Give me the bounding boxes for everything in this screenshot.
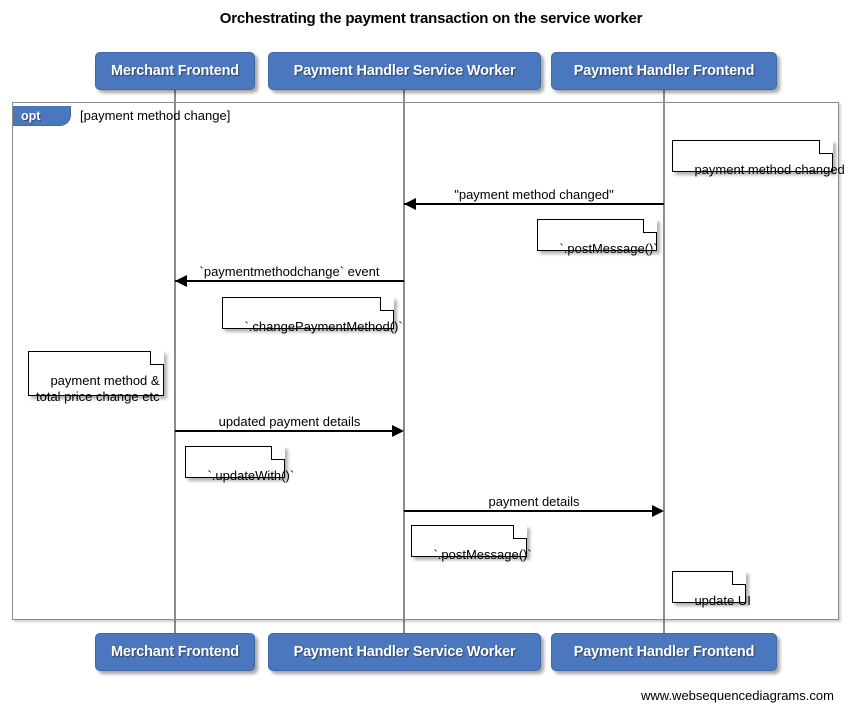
participant-payment-handler-service-worker-bottom[interactable]: Payment Handler Service Worker [268,633,541,671]
message-arrowhead-payment-details [652,505,664,517]
note-text: `.updateWith()` [207,468,295,483]
opt-fragment-guard: [payment method change] [80,108,231,123]
message-arrowhead-paymentmethodchange-event [175,275,187,287]
note-post-message-2: `.postMessage()` [411,525,532,562]
note-fold-edge-icon [380,297,394,311]
opt-fragment-frame [12,102,839,620]
message-line-updated-payment-details [175,430,393,432]
participant-payment-handler-frontend-bottom[interactable]: Payment Handler Frontend [551,633,777,671]
message-label-paymentmethodchange-event: `paymentmethodchange` event [199,264,380,279]
note-update-ui: update UI [672,571,751,608]
participant-merchant-frontend-bottom[interactable]: Merchant Frontend [95,633,255,671]
message-line-payment-method-changed [404,203,664,205]
lifeline-payment-handler-frontend [663,90,665,633]
opt-fragment-tab: opt [13,106,71,126]
note-text: `.postMessage()` [559,241,658,256]
note-fold-edge-icon [150,351,164,365]
note-fold-edge-icon [819,140,833,154]
note-fold-edge-icon [643,219,657,233]
note-fold-edge-icon [732,571,746,585]
opt-fragment-tab-label: opt [21,108,41,123]
note-payment-method-total-price: payment method & total price change etc [28,351,164,404]
participant-payment-handler-service-worker-top[interactable]: Payment Handler Service Worker [268,52,541,90]
participant-label: Payment Handler Service Worker [293,63,516,79]
footer-credit: www.websequencediagrams.com [641,688,834,703]
note-payment-method-changed: payment method changed [672,140,845,177]
note-text: `.postMessage()` [433,547,532,562]
message-arrowhead-payment-method-changed [404,198,416,210]
participant-payment-handler-frontend-top[interactable]: Payment Handler Frontend [551,52,777,90]
lifeline-payment-handler-service-worker [403,90,405,633]
note-text: update UI [694,593,751,608]
participant-label: Payment Handler Service Worker [293,644,516,660]
note-post-message-1: `.postMessage()` [537,219,658,256]
note-fold-edge-icon [513,525,527,539]
page-title: Orchestrating the payment transaction on… [219,10,643,27]
note-text: payment method & total price change etc [36,373,160,404]
participant-label: Payment Handler Frontend [573,644,755,660]
participant-label: Merchant Frontend [111,644,239,660]
message-line-paymentmethodchange-event [175,280,404,282]
participant-merchant-frontend-top[interactable]: Merchant Frontend [95,52,255,90]
message-arrowhead-updated-payment-details [392,425,404,437]
participant-label: Merchant Frontend [111,63,239,79]
participant-label: Payment Handler Frontend [573,63,755,79]
note-update-with: `.updateWith()` [185,446,294,483]
message-label-payment-details: payment details [488,494,580,509]
note-text: `.changePaymentMethod()` [244,319,403,334]
lifeline-merchant-frontend [174,90,176,633]
message-label-updated-payment-details: updated payment details [218,414,361,429]
note-fold-edge-icon [271,446,285,460]
message-line-payment-details [404,510,652,512]
note-text: payment method changed [694,162,845,177]
message-label-payment-method-changed: "payment method changed" [454,187,614,202]
note-change-payment-method: `.changePaymentMethod()` [222,297,403,334]
